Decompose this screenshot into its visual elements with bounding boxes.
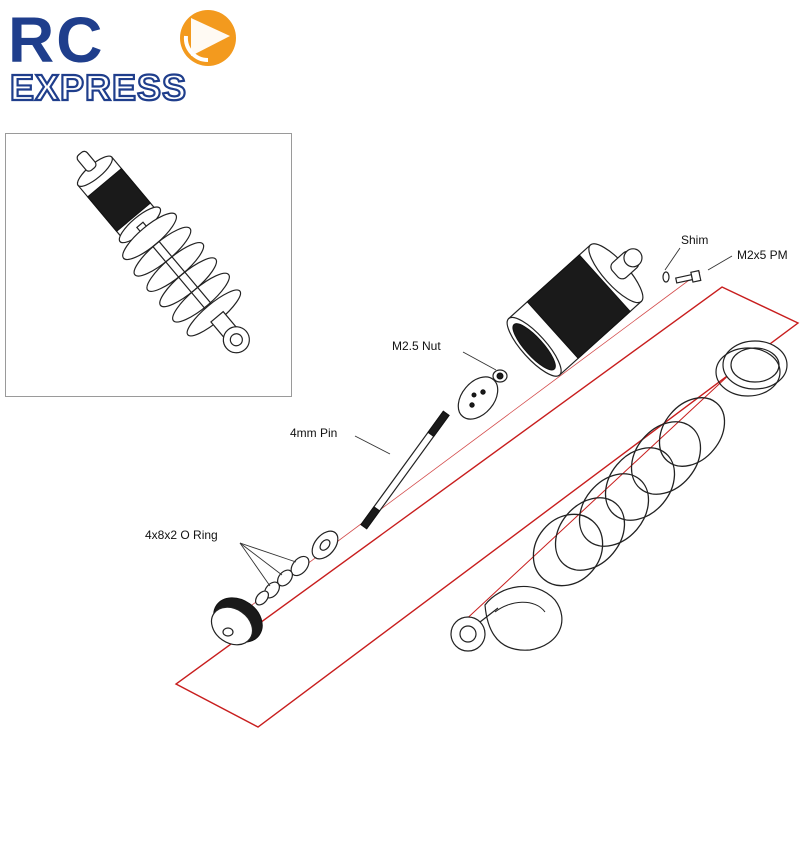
m25-nut-label: M2.5 Nut — [392, 339, 441, 353]
spring-part — [532, 397, 726, 587]
m2x5-screw-part — [675, 269, 702, 284]
assembled-shock-icon — [76, 150, 250, 354]
o-ring-leader-c — [239, 542, 271, 587]
pin-label: 4mm Pin — [290, 426, 337, 440]
shock-shaft-part — [360, 410, 450, 530]
assembly-axis-line — [459, 359, 746, 626]
logo-express-text: EXPRESS — [10, 67, 187, 106]
o-ring-leader-a — [239, 542, 297, 563]
bottom-cap-part — [210, 597, 263, 646]
m2x5-pm-label: M2x5 PM — [737, 248, 788, 262]
shim-label: Shim — [681, 233, 708, 247]
rc-express-logo: RC EXPRESS — [8, 6, 236, 106]
lower-spring-cup-part — [450, 585, 563, 652]
o-ring-label: 4x8x2 O Ring — [145, 528, 218, 542]
shim-leader — [664, 247, 681, 271]
spring-collar-part — [715, 340, 788, 397]
piston-part — [457, 376, 499, 420]
pin-leader — [354, 435, 391, 455]
m2x5-leader — [707, 255, 733, 271]
m25-nut-leader — [462, 351, 497, 371]
spring-group-outline — [174, 286, 800, 728]
logo-ball-icon — [180, 10, 236, 66]
shim-part — [662, 271, 670, 283]
o-ring-leader-b — [239, 542, 283, 576]
m25-nut-part — [492, 369, 508, 383]
logo-rc-text: RC — [8, 6, 104, 76]
assembled-shock-inset — [5, 133, 292, 397]
shock-body-part — [506, 243, 644, 377]
